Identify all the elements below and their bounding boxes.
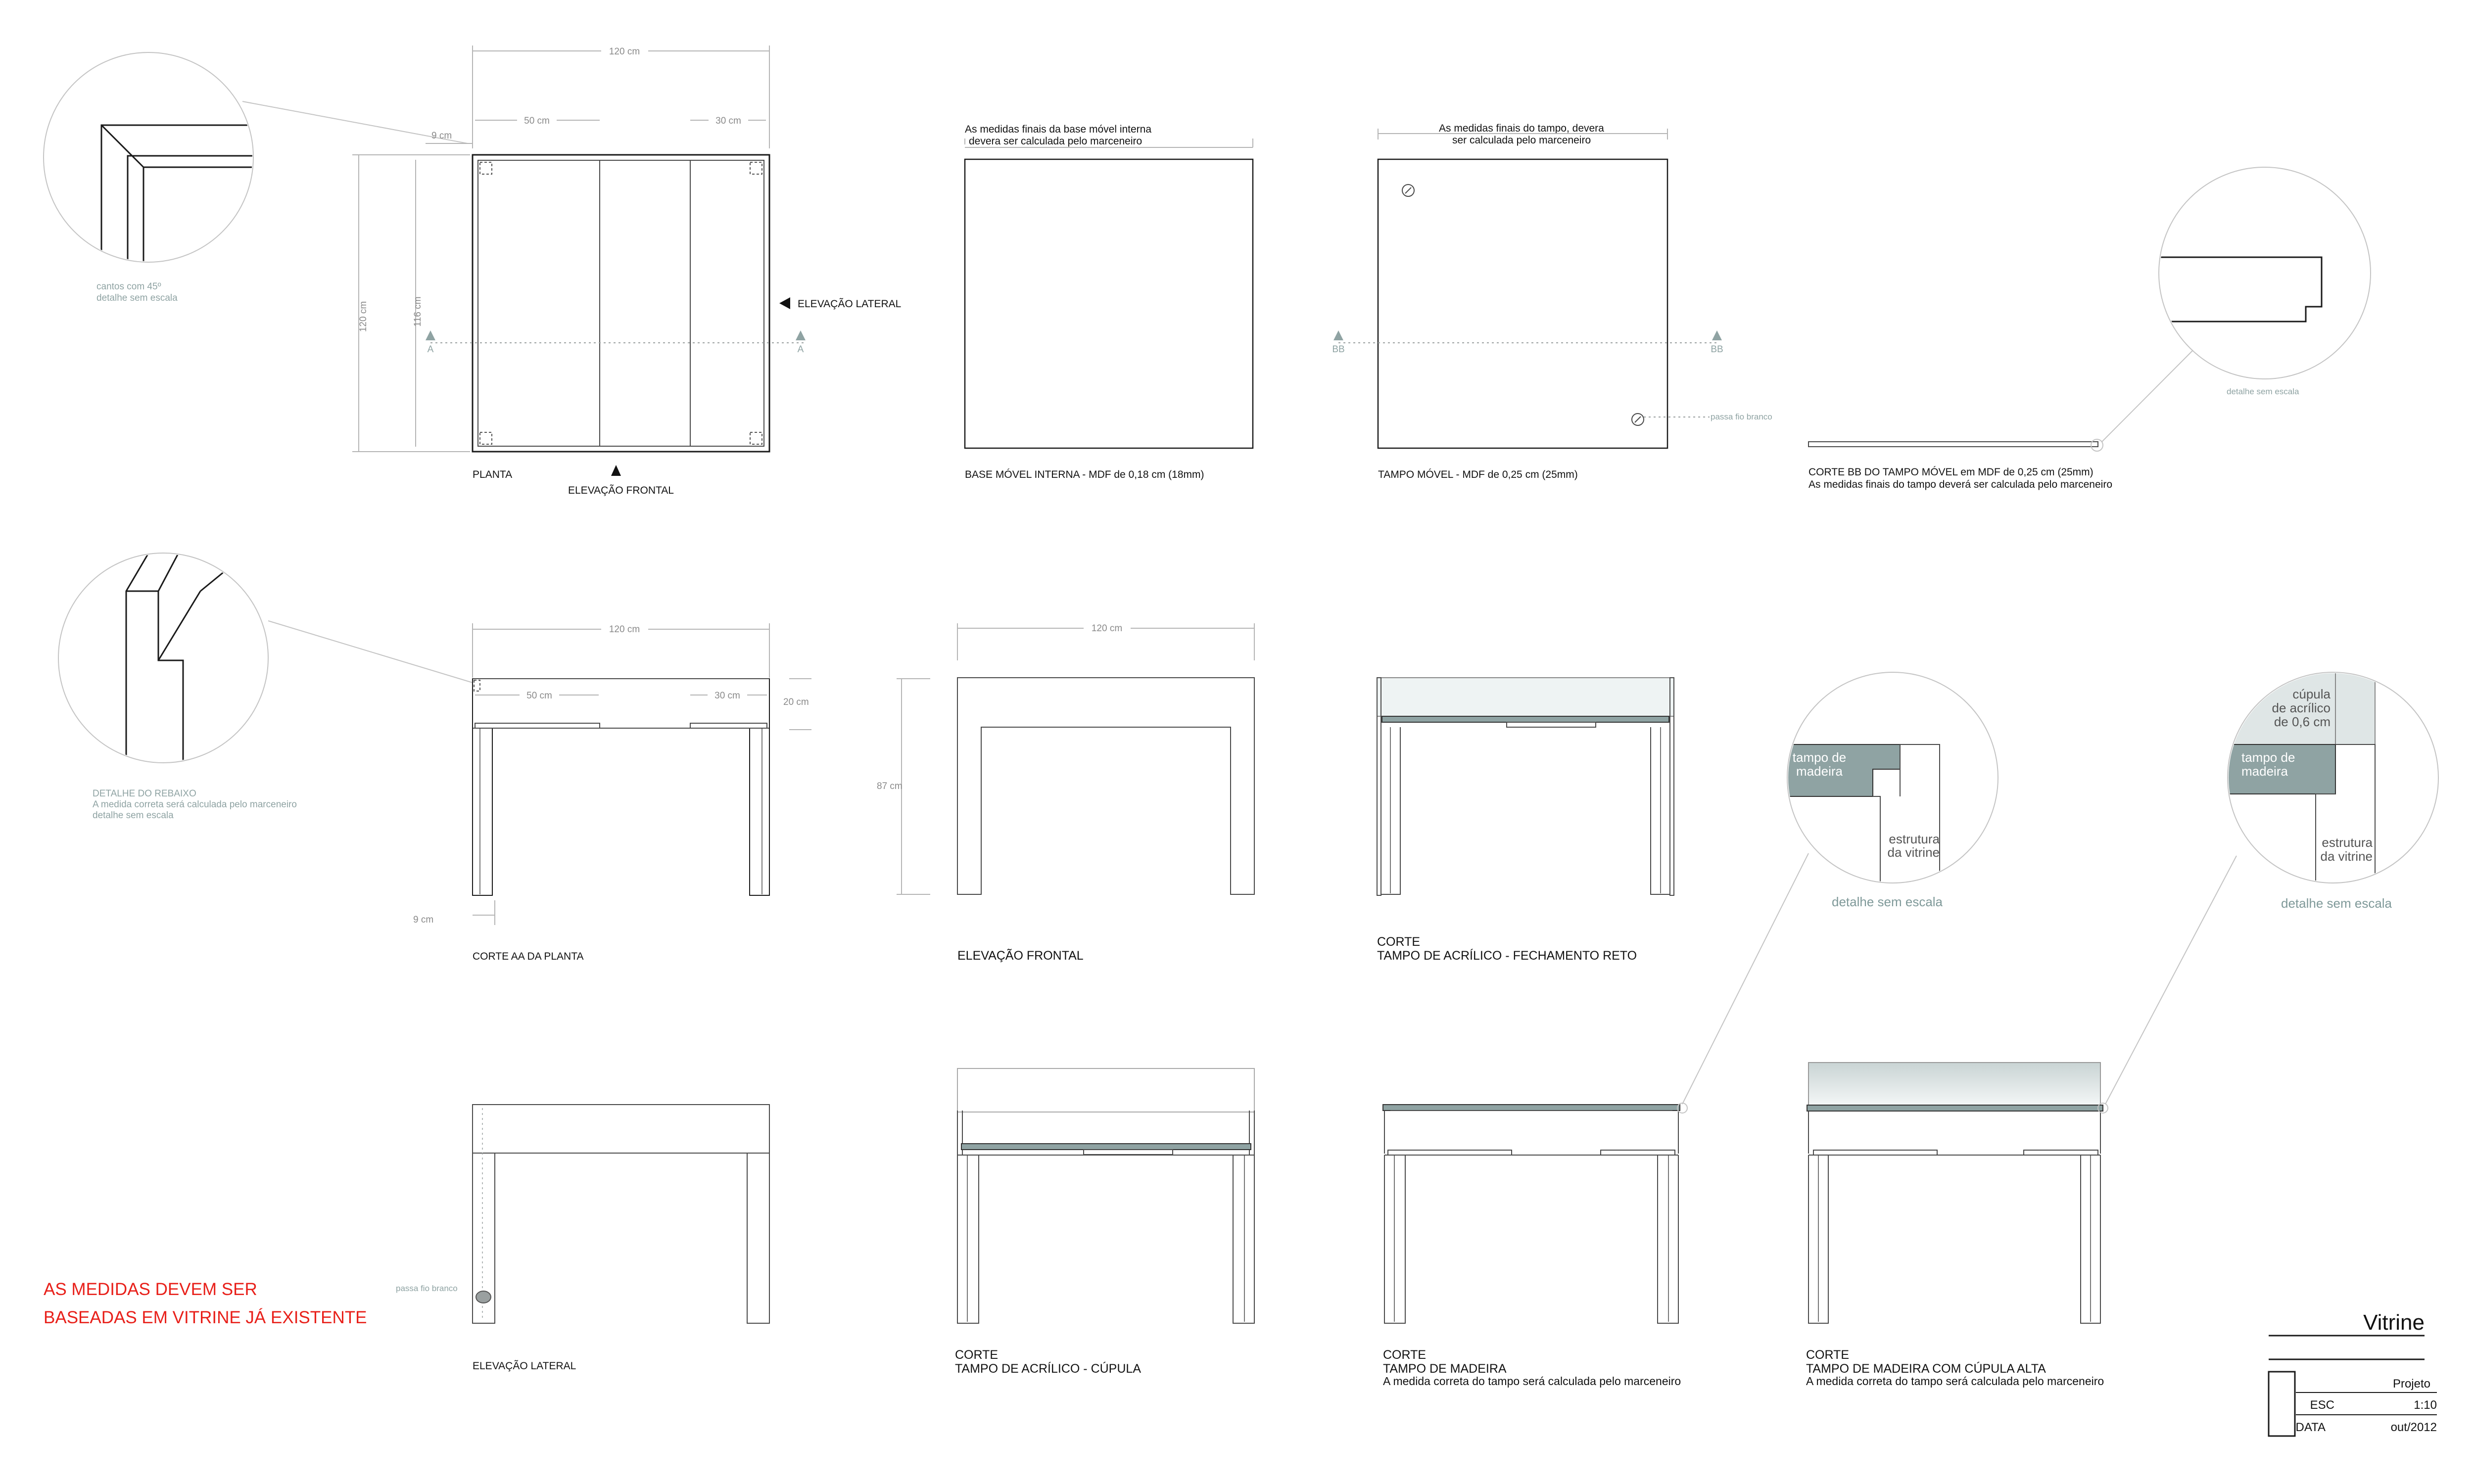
detail-cupula-cupula-3: de 0,6 cm (2274, 714, 2331, 729)
corte-madeira-label-1: CORTE (1383, 1348, 1426, 1362)
detail-cupula-estrutura-1: estrutura (2322, 835, 2373, 850)
corte-madeira-cupula-label-3: A medida correta do tampo será calculada… (1806, 1375, 2104, 1388)
corte-aa-dim-depth: 20 cm (783, 697, 809, 707)
planta-section-a-left: A (428, 344, 434, 355)
planta-view: 120 cm 50 cm 30 cm 9 cm 120 cm 116 cm A … (352, 45, 901, 496)
corte-madeira-cupula-view: CORTE TAMPO DE MADEIRA COM CÚPULA ALTA A… (1806, 1062, 2108, 1388)
rebaixo-note-1: DETALHE DO REBAIXO (93, 788, 196, 799)
elev-lateral-passa-fio: passa fio branco (396, 1284, 458, 1293)
corner-detail-note-2: detalhe sem escala (96, 293, 178, 303)
corner-detail-note-1: cantos com 45º (96, 281, 161, 292)
title-block: Vitrine Projeto ESC 1:10 DATA out/2012 (2268, 1310, 2437, 1437)
corte-bb-label-1: CORTE BB DO TAMPO MÓVEL em MDF de 0,25 c… (1808, 466, 2093, 478)
corte-madeira-cupula-label-1: CORTE (1806, 1348, 1849, 1362)
tampo-movel-view: As medidas finais do tampo, devera ser c… (1332, 123, 1772, 480)
corner-detail: cantos com 45º detalhe sem escala (43, 52, 468, 303)
corte-bb-view: detalhe sem escala CORTE BB DO TAMPO MÓV… (1808, 167, 2371, 490)
title-block-esc-value: 1:10 (2414, 1398, 2437, 1412)
planta-label: PLANTA (473, 469, 512, 480)
elevacao-frontal-view: 120 cm 87 cm ELEVAÇÃO FRONTAL (877, 621, 1255, 963)
detail-cupula-cupula-1: cúpula (2292, 687, 2331, 701)
title-block-title: Vitrine (2363, 1310, 2425, 1335)
planta-dim-corner: 9 cm (431, 131, 452, 141)
base-movel-view: As medidas finais da base móvel interna … (964, 124, 1254, 480)
title-block-data-value: out/2012 (2391, 1421, 2437, 1434)
corte-aa-view: 120 cm 50 cm 30 cm 20 cm 9 cm CORTE AA D… (413, 622, 811, 962)
elev-lateral-label: ELEVAÇÃO LATERAL (473, 1360, 576, 1372)
base-note-1: As medidas finais da base móvel interna (965, 124, 1151, 135)
planta-section-a-right: A (798, 344, 804, 355)
corte-aa-dim-leg: 9 cm (413, 915, 433, 925)
detail-madeira-note: detalhe sem escala (1832, 894, 1943, 909)
corte-bb-detail-note: detalhe sem escala (2227, 387, 2299, 396)
tampo-label: TAMPO MÓVEL - MDF de 0,25 cm (25mm) (1378, 469, 1578, 480)
detail-cupula-tampo-1: tampo de (2241, 750, 2295, 765)
planta-elev-lateral: ELEVAÇÃO LATERAL (798, 298, 901, 310)
detail-madeira: tampo de madeira estrutura da vitrine de… (1682, 672, 1998, 1105)
corte-aa-dim-left: 50 cm (526, 691, 552, 701)
elev-frontal-dim-total: 120 cm (1092, 623, 1122, 634)
corte-reto-label-2: TAMPO DE ACRÍLICO - FECHAMENTO RETO (1377, 948, 1637, 963)
tampo-note-1: As medidas finais do tampo, devera (1439, 123, 1604, 134)
corte-reto-view: CORTE TAMPO DE ACRÍLICO - FECHAMENTO RET… (1377, 677, 1674, 963)
corte-madeira-label-2: TAMPO DE MADEIRA (1383, 1362, 1507, 1376)
corte-madeira-view: CORTE TAMPO DE MADEIRA A medida correta … (1382, 1103, 1688, 1388)
detail-madeira-estrutura-2: da vitrine (1888, 845, 1940, 860)
planta-dim-total: 120 cm (609, 46, 640, 57)
planta-dim-right: 30 cm (715, 116, 741, 126)
tampo-note-2: ser calculada pelo marceneiro (1452, 135, 1591, 146)
corte-madeira-cupula-label-2: TAMPO DE MADEIRA COM CÚPULA ALTA (1806, 1361, 2046, 1376)
tampo-section-bb-left: BB (1332, 344, 1344, 355)
rebaixo-detail: DETALHE DO REBAIXO A medida correta será… (58, 553, 473, 821)
corte-aa-dim-total: 120 cm (609, 624, 640, 635)
base-note-2: devera ser calculada pelo marceneiro (969, 136, 1142, 147)
corte-cupula-view: CORTE TAMPO DE ACRÍLICO - CÚPULA (955, 1068, 1255, 1376)
title-block-data-label: DATA (2296, 1421, 2326, 1434)
corte-cupula-label-1: CORTE (955, 1348, 998, 1362)
corte-madeira-label-3: A medida correta do tampo será calculada… (1383, 1375, 1681, 1388)
warning-note: AS MEDIDAS DEVEM SER BASEADAS EM VITRINE… (44, 1280, 367, 1327)
detail-cupula-cupula-2: de acrílico (2272, 700, 2331, 715)
elev-frontal-dim-height: 87 cm (877, 781, 903, 791)
elev-frontal-label: ELEVAÇÃO FRONTAL (957, 948, 1084, 963)
planta-elev-frontal: ELEVAÇÃO FRONTAL (568, 484, 674, 496)
corte-aa-dim-right: 30 cm (714, 691, 740, 701)
detail-cupula: cúpula de acrílico de 0,6 cm tampo de ma… (2105, 672, 2439, 1105)
detail-madeira-tampo-1: tampo de (1793, 750, 1846, 765)
tampo-section-bb-right: BB (1711, 344, 1723, 355)
rebaixo-note-2: A medida correta será calculada pelo mar… (93, 799, 297, 810)
detail-madeira-tampo-2: madeira (1796, 764, 1843, 779)
detail-cupula-note: detalhe sem escala (2281, 896, 2392, 911)
base-label: BASE MÓVEL INTERNA - MDF de 0,18 cm (18m… (965, 469, 1204, 480)
tampo-passa-fio: passa fio branco (1711, 412, 1772, 421)
planta-dim-left: 50 cm (524, 116, 550, 126)
detail-cupula-tampo-2: madeira (2241, 764, 2288, 779)
corte-aa-label: CORTE AA DA PLANTA (473, 951, 583, 962)
warning-line-2: BASEADAS EM VITRINE JÁ EXISTENTE (44, 1308, 367, 1327)
corte-reto-label-1: CORTE (1377, 935, 1420, 949)
planta-dim-inner: 116 cm (413, 297, 423, 327)
elevacao-lateral-view: passa fio branco ELEVAÇÃO LATERAL (396, 1104, 770, 1372)
warning-line-1: AS MEDIDAS DEVEM SER (44, 1280, 257, 1299)
rebaixo-note-3: detalhe sem escala (93, 810, 174, 821)
title-block-esc-label: ESC (2310, 1398, 2334, 1412)
title-block-projeto: Projeto (2393, 1377, 2430, 1391)
corte-bb-label-2: As medidas finais do tampo deverá ser ca… (1808, 479, 2112, 490)
detail-madeira-estrutura-1: estrutura (1889, 832, 1940, 846)
corte-cupula-label-2: TAMPO DE ACRÍLICO - CÚPULA (955, 1361, 1141, 1376)
detail-cupula-estrutura-2: da vitrine (2321, 849, 2373, 864)
planta-dim-height: 120 cm (358, 301, 369, 332)
